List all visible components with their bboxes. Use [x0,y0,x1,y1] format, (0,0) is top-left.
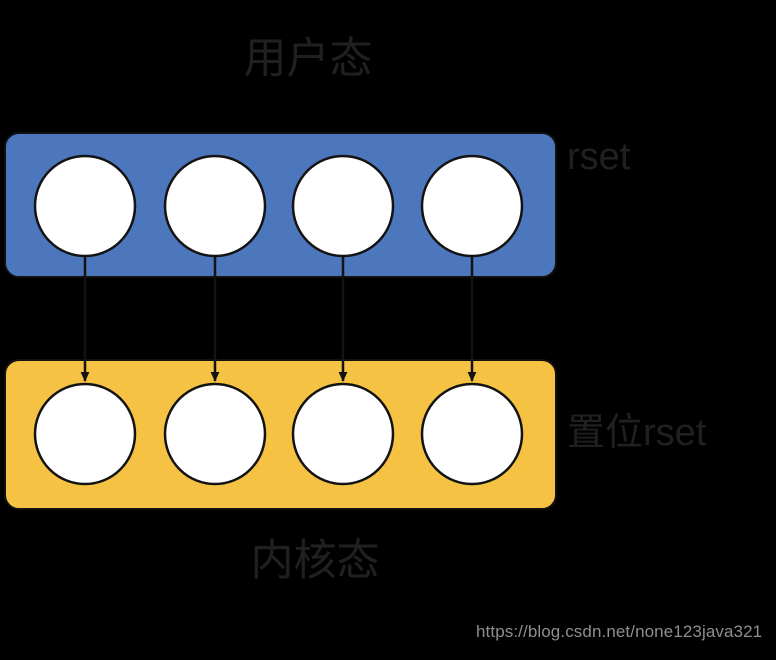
user-fd-circle[interactable] [33,154,137,258]
watermark-url: https://blog.csdn.net/none123java321 [476,622,763,641]
kernel-fd-circle[interactable] [33,382,137,486]
user-mode-label: 用户态 [243,35,373,83]
kernel-fd-circle[interactable] [420,382,524,486]
kernel-fd-circle-group [33,382,524,486]
kernel-fd-circle[interactable] [163,382,267,486]
set-rset-label: 置位rset [567,412,707,454]
rset-user-box[interactable] [4,132,557,278]
user-fd-circle[interactable] [420,154,524,258]
arrow-group [80,254,477,382]
rset-label: rset [567,136,631,178]
rset-kernel-box[interactable] [4,359,557,510]
kernel-mode-label: 内核态 [250,537,380,585]
user-fd-circle[interactable] [163,154,267,258]
user-fd-circle[interactable] [291,154,395,258]
kernel-fd-circle[interactable] [291,382,395,486]
user-fd-circle-group [33,154,524,258]
